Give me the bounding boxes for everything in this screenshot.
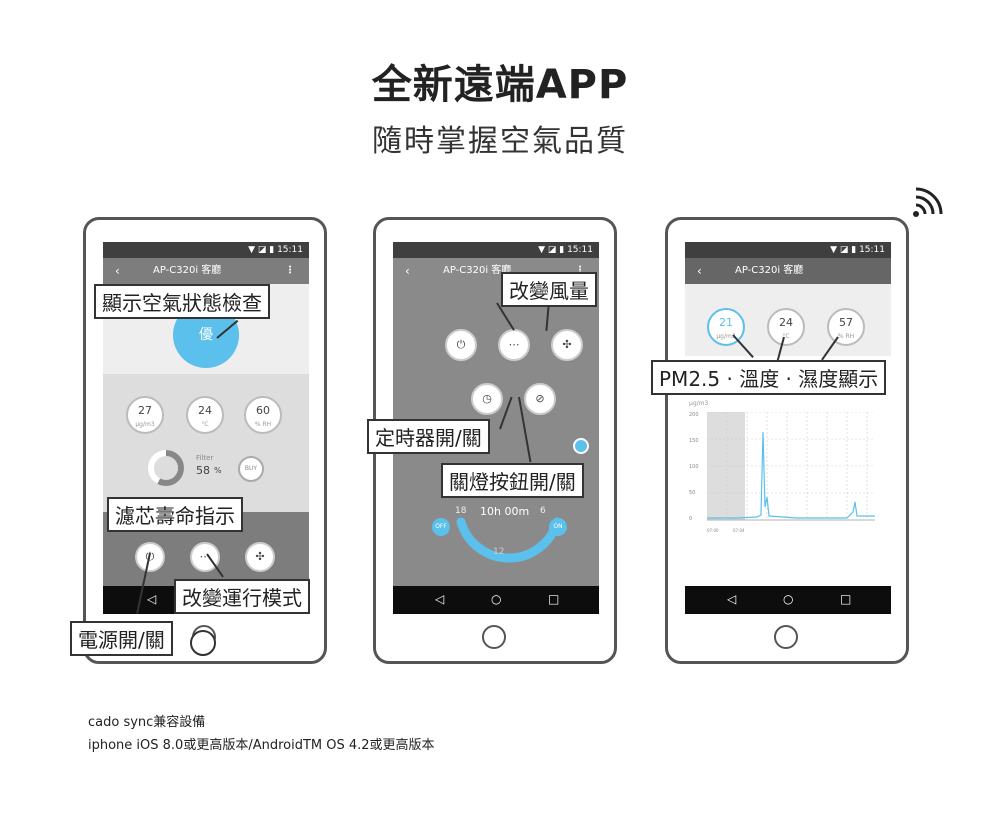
humidity-unit: % RH <box>254 421 272 428</box>
phone-screen: ▼ ◪ ▮ 15:11 ‹ AP-C320i 客廳 21 μg/m3 24 °C 5… <box>685 242 891 614</box>
callout-timer: 定時器開/關 <box>367 419 490 454</box>
status-time: 15:11 <box>567 245 593 255</box>
temperature-unit: °C <box>201 421 209 428</box>
y-tick-label: 200 <box>689 412 699 418</box>
power-button[interactable]: ⏻ <box>445 329 477 361</box>
phone-chart-screen: ▼ ◪ ▮ 15:11 ‹ AP-C320i 客廳 21 μg/m3 24 °C 5… <box>665 217 909 664</box>
back-icon[interactable]: ‹ <box>405 264 410 278</box>
callout-run-mode: 改變運行模式 <box>174 579 310 614</box>
footer-os-requirements: iphone iOS 8.0或更高版本/AndroidTM OS 4.2或更高版… <box>88 738 435 753</box>
android-nav-bar: ◁ ○ □ <box>685 586 891 614</box>
status-bar: ▼ ◪ ▮ 15:11 <box>393 242 599 258</box>
home-button[interactable] <box>774 625 798 649</box>
timer-toggle[interactable] <box>573 438 589 454</box>
callout-filter-life: 濾芯壽命指示 <box>107 497 243 532</box>
nav-home-icon[interactable]: ○ <box>491 592 502 606</box>
mode-icon: ✣ <box>562 338 572 351</box>
callout-fan-speed: 改變風量 <box>501 272 597 307</box>
pm25-series-line <box>707 431 875 519</box>
pm25-value: 21 <box>719 316 733 329</box>
page-title: 全新遠端APP <box>371 62 629 108</box>
x-tick-label: 07:04 <box>733 528 745 533</box>
page-subtitle: 隨時掌握空氣品質 <box>372 124 628 159</box>
light-off-button[interactable]: ⊘ <box>524 383 556 415</box>
y-tick-label: 150 <box>689 438 699 444</box>
nav-recents-icon[interactable]: □ <box>840 592 852 606</box>
fan-speed-icon: ⋯ <box>199 550 211 563</box>
humidity-gauge: 57 % RH <box>827 308 865 346</box>
wifi-signal-icon <box>913 187 943 217</box>
y-axis-unit: μg/m3 <box>689 400 709 407</box>
more-menu-icon[interactable]: ⋮ <box>285 265 295 276</box>
fan-speed-button[interactable]: ⋯ <box>498 329 530 361</box>
nav-back-icon[interactable]: ◁ <box>147 592 157 606</box>
app-title: AP-C320i 客廳 <box>153 265 222 276</box>
temperature-value: 24 <box>198 404 212 417</box>
callout-pm-temp-humidity: PM2.5 · 溫度 · 濕度顯示 <box>651 360 887 395</box>
timer-button[interactable]: ◷ <box>471 383 503 415</box>
mode-button[interactable]: ✣ <box>551 329 583 361</box>
nav-back-icon[interactable]: ◁ <box>435 592 445 606</box>
fan-speed-icon: ⋯ <box>508 338 520 351</box>
callout-home-marker <box>190 630 216 656</box>
android-nav-bar: ◁ ○ □ <box>393 586 599 614</box>
footer-compat-title: cado sync兼容設備 <box>88 715 206 730</box>
callout-status-check: 顯示空氣狀態檢查 <box>94 284 270 319</box>
temperature-unit: °C <box>782 333 790 340</box>
more-menu-icon[interactable]: ⋮ <box>575 265 585 276</box>
app-title: AP-C320i 客廳 <box>735 265 804 276</box>
callout-power: 電源開/關 <box>70 621 173 656</box>
y-tick-label: 50 <box>689 490 696 496</box>
filter-label: Filter <box>196 454 214 462</box>
status-bar: ▼ ◪ ▮ 15:11 <box>103 242 309 258</box>
pm25-value: 27 <box>138 404 152 417</box>
chart-highlight-band <box>707 412 745 520</box>
pm25-unit: μg/m3 <box>135 421 155 428</box>
status-bar: ▼ ◪ ▮ 15:11 <box>685 242 891 258</box>
timer-off-handle[interactable]: OFF <box>432 518 450 536</box>
timer-on-handle[interactable]: ON <box>549 518 567 536</box>
status-time: 15:11 <box>859 245 885 255</box>
dial-bottom-label: 12 <box>493 547 505 557</box>
light-off-icon: ⊘ <box>535 392 545 405</box>
back-icon[interactable]: ‹ <box>697 264 702 278</box>
dial-left-label: 18 <box>455 506 467 516</box>
nav-home-icon[interactable]: ○ <box>783 592 794 606</box>
nav-recents-icon[interactable]: □ <box>548 592 560 606</box>
humidity-unit: % RH <box>837 333 855 340</box>
home-button[interactable] <box>482 625 506 649</box>
mode-icon: ✣ <box>255 550 265 563</box>
clock-icon: ◷ <box>482 392 492 405</box>
info-panel <box>103 374 309 512</box>
app-bar: ‹ AP-C320i 客廳 ⋮ <box>393 258 599 284</box>
pm25-history-chart <box>707 412 875 521</box>
pm25-unit: μg/m3 <box>716 333 736 340</box>
mode-button[interactable]: ✣ <box>245 542 275 572</box>
timer-dial[interactable] <box>449 502 569 612</box>
app-bar: ‹ AP-C320i 客廳 <box>685 258 891 284</box>
back-icon[interactable]: ‹ <box>115 264 120 278</box>
app-title: AP-C320i 客廳 <box>443 265 512 276</box>
temperature-value: 24 <box>779 316 793 329</box>
x-tick-label: 07:00 <box>707 528 719 533</box>
humidity-value: 60 <box>256 404 270 417</box>
power-icon: ⏻ <box>456 338 466 351</box>
app-bar: ‹ AP-C320i 客廳 ⋮ <box>103 258 309 284</box>
temperature-gauge: 24 °C <box>186 396 224 434</box>
nav-back-icon[interactable]: ◁ <box>727 592 737 606</box>
y-tick-label: 100 <box>689 464 699 470</box>
dial-right-label: 6 <box>540 506 546 516</box>
callout-light-off: 關燈按鈕開/關 <box>441 463 584 498</box>
filter-percent-unit: % <box>214 466 222 475</box>
humidity-gauge: 60 % RH <box>244 396 282 434</box>
buy-filter-button[interactable]: BUY <box>238 456 264 482</box>
filter-percent: 58 <box>196 464 210 477</box>
filter-life-ring <box>148 450 184 486</box>
humidity-value: 57 <box>839 316 853 329</box>
status-time: 15:11 <box>277 245 303 255</box>
pm25-gauge: 27 μg/m3 <box>126 396 164 434</box>
temperature-gauge: 24 °C <box>767 308 805 346</box>
y-tick-label: 0 <box>689 516 693 522</box>
timer-value: 10h 00m <box>480 505 530 518</box>
